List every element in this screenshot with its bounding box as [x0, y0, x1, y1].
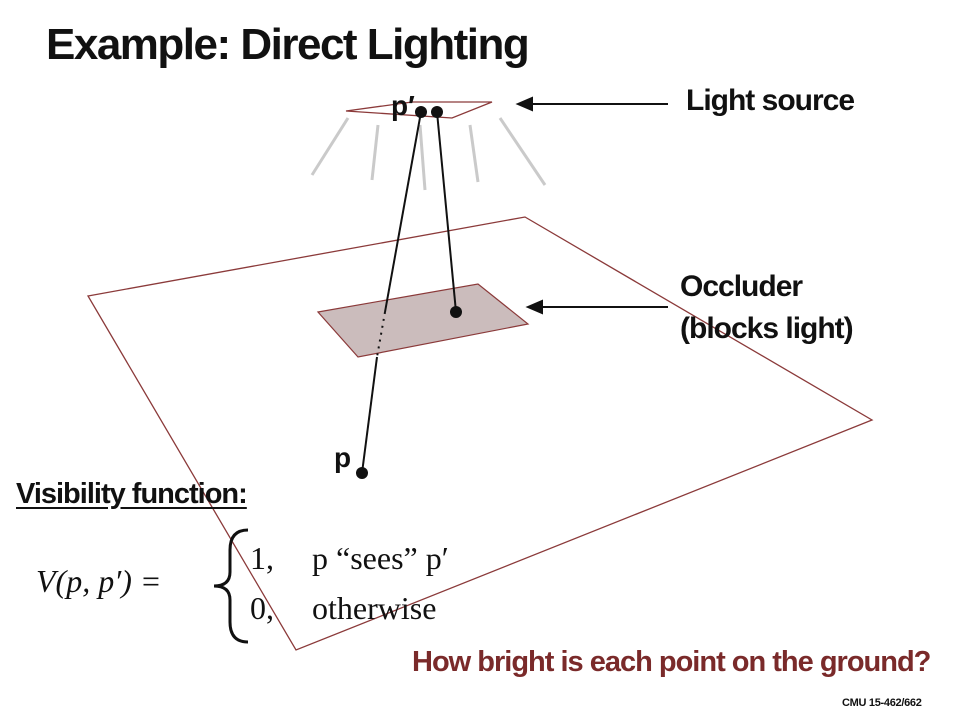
case2-value: 0,	[250, 590, 274, 626]
ray-p-to-pprime-upper	[384, 111, 422, 313]
case1-condition: p “sees” p′	[312, 540, 449, 576]
case2-condition: otherwise	[312, 590, 437, 626]
point-occluder-hit	[450, 306, 462, 318]
point-p	[356, 467, 368, 479]
question-text: How bright is each point on the ground?	[412, 646, 931, 678]
page-title: Example: Direct Lighting	[46, 20, 530, 69]
label-occluder-note: (blocks light)	[680, 312, 854, 345]
ground-plane	[86, 216, 874, 651]
visibility-heading: Visibility function:	[16, 478, 248, 510]
label-point-pprime: p′	[391, 90, 415, 121]
ray-light-to-occluder	[436, 111, 457, 313]
cases-brace	[213, 528, 249, 644]
label-occluder: Occluder	[680, 270, 803, 303]
occluder-quad	[316, 283, 530, 358]
case1-value: 1,	[250, 540, 274, 576]
arrow-light-source	[515, 96, 668, 112]
ray-p-to-pprime-lower	[361, 356, 378, 474]
point-light-2	[431, 106, 443, 118]
label-light-source: Light source	[686, 84, 855, 117]
ray-p-to-pprime-occluded	[376, 311, 386, 358]
footer-course-label: CMU 15-462/662	[842, 697, 922, 709]
equation-lhs: V(p, p′) =	[36, 563, 162, 599]
arrow-occluder	[525, 299, 668, 315]
point-pprime	[415, 106, 427, 118]
light-rays	[310, 117, 547, 191]
label-point-p: p	[334, 442, 352, 473]
